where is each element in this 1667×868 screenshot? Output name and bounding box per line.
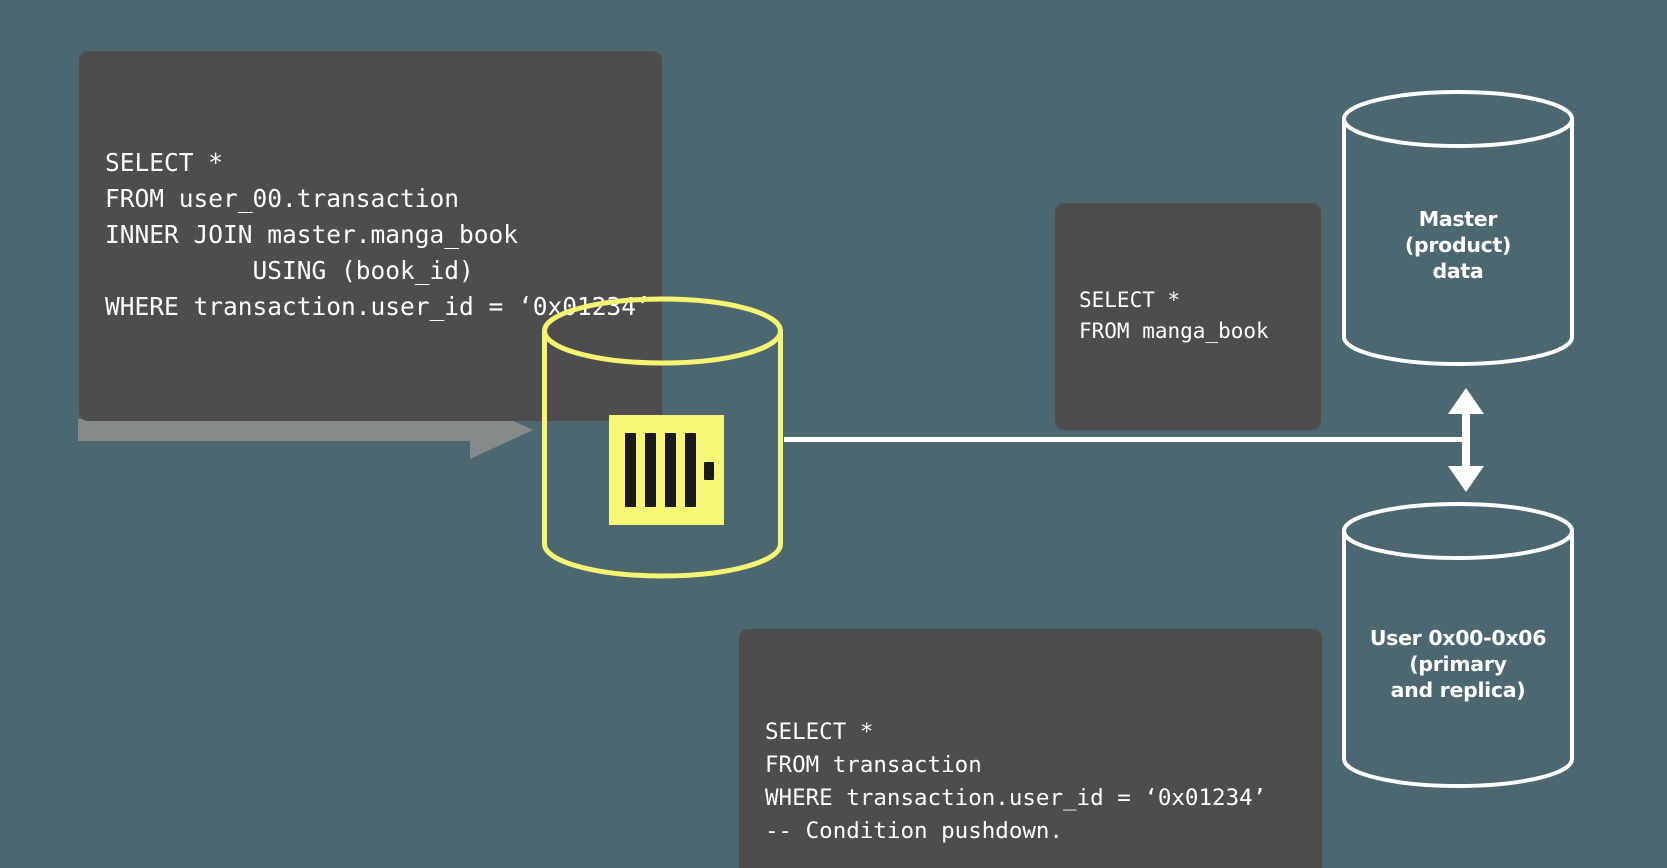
client-query-code-block: SELECT * FROM user_00.transaction INNER … xyxy=(79,51,662,421)
engine-to-storage-line xyxy=(784,437,1464,442)
shard-query-code-block: SELECT * FROM transaction WHERE transact… xyxy=(739,629,1322,868)
input-arrow xyxy=(78,401,533,459)
barcode-bar-1 xyxy=(625,433,636,507)
master-query-text: SELECT * FROM manga_book xyxy=(1079,287,1269,343)
barcode-bar-3 xyxy=(665,433,676,507)
shard-query-text: SELECT * FROM transaction WHERE transact… xyxy=(765,719,1267,845)
master-database-cylinder: Master (product) data xyxy=(1340,88,1576,368)
master-query-code-block: SELECT * FROM manga_book xyxy=(1055,203,1321,431)
barcode-bar-4 xyxy=(685,433,696,507)
client-query-text: SELECT * FROM user_00.transaction INNER … xyxy=(105,148,651,321)
storage-split-double-arrow xyxy=(1443,388,1489,492)
barcode-bar-dot xyxy=(704,462,714,480)
query-engine-cylinder xyxy=(540,295,785,580)
barcode-bar-2 xyxy=(645,433,656,507)
user-shard-database-cylinder: User 0x00-0x06 (primary and replica) xyxy=(1340,500,1576,790)
barcode-icon xyxy=(609,415,724,525)
